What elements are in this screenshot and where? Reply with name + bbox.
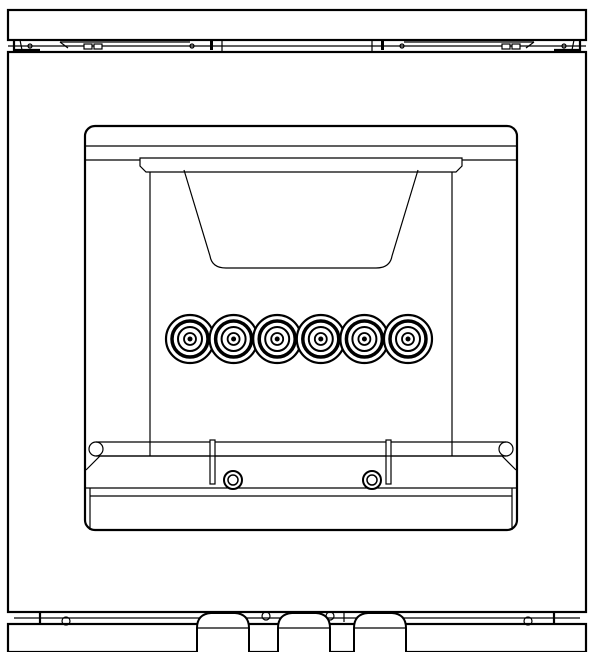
bottom-rail <box>88 439 514 485</box>
bottom-gland-row <box>196 612 407 652</box>
bottom-gland <box>277 612 331 652</box>
cable-gland-row <box>164 313 434 365</box>
cable-gland <box>339 313 390 365</box>
bottom-gland <box>196 612 250 652</box>
bottom-tray <box>85 455 517 530</box>
cable-gland <box>164 313 216 365</box>
cable-gland <box>252 313 303 365</box>
fixing-screw <box>223 470 243 490</box>
fixing-screws <box>223 470 382 490</box>
cable-gland <box>208 313 259 365</box>
fixing-screw <box>362 470 382 490</box>
bottom-gland <box>353 612 407 652</box>
cable-gland <box>382 313 434 365</box>
inner-panel <box>139 157 463 456</box>
cable-gland <box>295 313 346 365</box>
top-strip <box>6 8 588 53</box>
